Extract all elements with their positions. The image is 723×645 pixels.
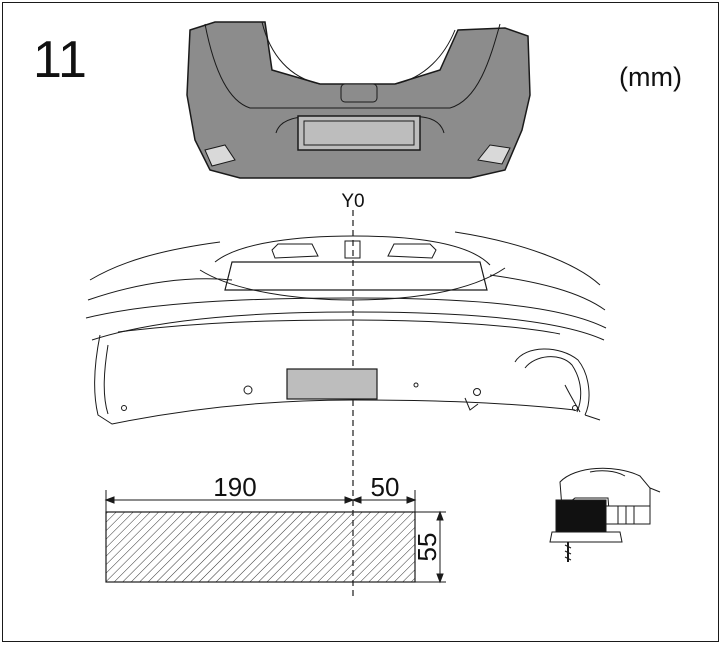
dimension-55-label: 55 xyxy=(412,533,442,562)
bumper-line-drawing xyxy=(85,231,607,425)
jigsaw-icon xyxy=(549,467,661,562)
rear-bumper-illustration xyxy=(186,21,531,179)
license-plate-cutout-area xyxy=(286,368,378,400)
dimension-190-label: 190 xyxy=(213,472,256,502)
cut-template-hatched xyxy=(105,511,416,583)
dimension-lines xyxy=(104,490,446,584)
unit-label: (mm) xyxy=(619,62,682,92)
dimension-50-label: 50 xyxy=(371,472,400,502)
y0-axis-label: Y0 xyxy=(341,191,364,212)
step-number: 11 xyxy=(33,31,87,89)
